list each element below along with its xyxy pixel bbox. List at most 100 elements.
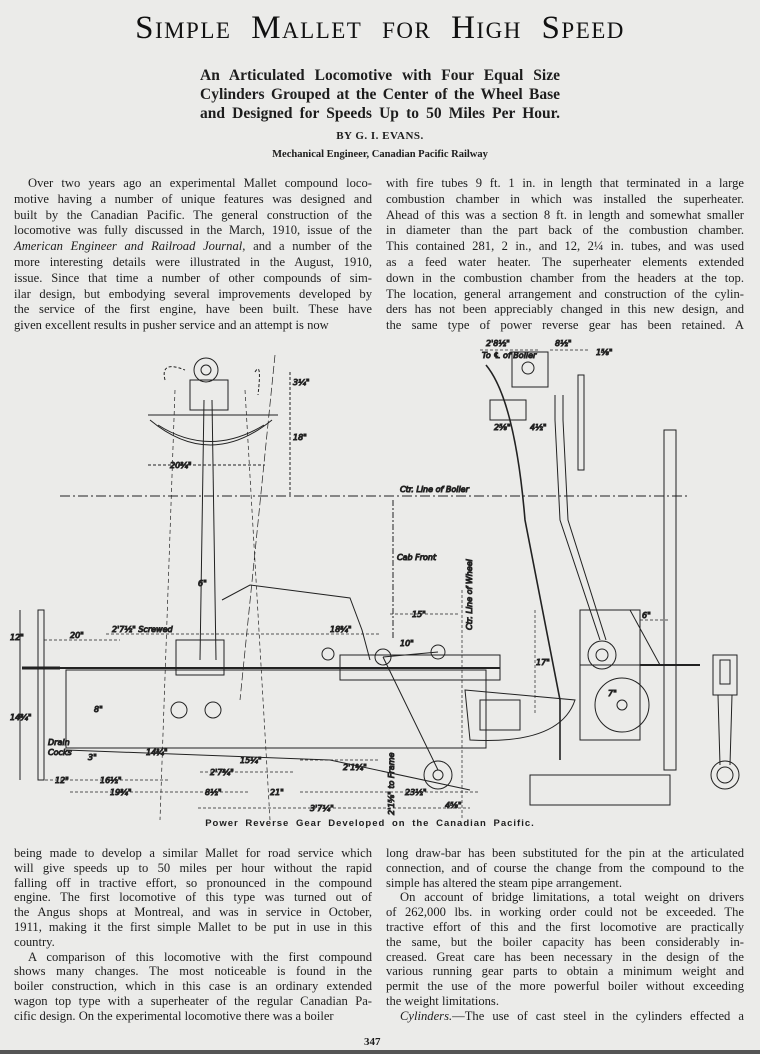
dim-label: 2'8½" <box>486 339 510 348</box>
text-line: various running gear parts to obtain a m… <box>386 964 744 979</box>
text-line: ilar design, but embodying several impro… <box>14 286 372 301</box>
dim-label: 4⅝" <box>445 801 462 810</box>
text-line: the weight limitations. <box>386 993 499 1008</box>
text-line: permit the use of the more powerful boil… <box>386 979 744 994</box>
dim-label: 20¾" <box>170 461 192 470</box>
cab-front-label: Cab Front <box>397 553 437 562</box>
dim-label: 16½" <box>100 776 122 785</box>
subtitle-line: An Articulated Locomotive with Four Equa… <box>200 67 560 84</box>
dim-label: 14¾" <box>10 713 32 722</box>
dim-label: 3¼" <box>293 378 310 387</box>
dim-label: 15" <box>412 610 426 619</box>
text-line: On account of bridge limitations, a tota… <box>400 890 744 905</box>
text-line: country. <box>14 934 55 949</box>
text-line: 1911, making it the first simple Mallet … <box>14 919 372 934</box>
text-line: Over two years ago an experimental Malle… <box>28 176 372 190</box>
text-line: engine. The first locomotive of this typ… <box>14 890 372 905</box>
text-line: shows many changes. The most noticeable … <box>14 964 372 979</box>
text-line: ders has not been appreciably changed in… <box>386 302 744 317</box>
dim-label: 8½" <box>205 788 222 797</box>
dim-label: 4½" <box>530 423 547 432</box>
text-line: A comparison of this locomotive with the… <box>28 949 372 964</box>
text-line: issue. Since that time a number of other… <box>14 270 372 285</box>
text-line: more interesting details were illustrate… <box>14 254 372 269</box>
ctr-line-wheel-label: Ctr. Line of Wheel <box>465 558 474 630</box>
italic-text: American Engineer and Railroad Journal <box>14 239 243 254</box>
dim-label: 23½" <box>405 788 427 797</box>
text-line: cific design. On the experimental locomo… <box>14 1008 334 1023</box>
text-line: the same, but the boiler capacity has be… <box>386 934 744 949</box>
italic-text: Cylinders. <box>400 1008 453 1023</box>
author-affiliation: Mechanical Engineer, Canadian Pacific Ra… <box>272 149 488 160</box>
text-line: being made to develop a similar Mallet f… <box>14 846 372 860</box>
subtitle-line: Cylinders Grouped at the Center of the W… <box>200 86 560 103</box>
text-line: with fire tubes 9 ft. 1 in. in length th… <box>386 176 744 190</box>
dim-label: 17" <box>536 658 550 667</box>
text-line: the service of the first engine, have be… <box>14 302 372 317</box>
figure-caption: Power Reverse Gear Developed on the Cana… <box>205 818 535 829</box>
text-line: combustion chamber in which was installe… <box>386 191 744 206</box>
top-left-column: Over two years ago an experimental Malle… <box>14 176 372 334</box>
dim-label: 18" <box>293 433 307 442</box>
dim-label: 8" <box>94 705 103 714</box>
text-line: locomotive was fully discussed in the Ma… <box>14 223 372 238</box>
top-right-column: with fire tubes 9 ft. 1 in. in length th… <box>386 176 744 334</box>
text-line: connection, and of course the change fro… <box>386 860 744 875</box>
text-line: the same type of power reverse gear has … <box>386 318 744 333</box>
text-line: The location, general arrangement and co… <box>386 286 744 301</box>
dim-label: 7" <box>608 689 617 698</box>
dim-label: 12" <box>55 776 69 785</box>
dim-label: 3'7¼" <box>310 804 334 813</box>
text-line: built by the Canadian Pacific. The gener… <box>14 207 372 222</box>
text-line: simple has altered the steam pipe arrang… <box>386 875 623 890</box>
text-line: tractive effort of this and the first lo… <box>386 919 744 934</box>
byline: BY G. I. EVANS. <box>336 130 424 142</box>
page-number: 347 <box>364 1036 381 1048</box>
ctr-line-boiler-label: Ctr. Line of Boiler <box>400 485 470 494</box>
text-line: the Angus shops at Montreal, and was in … <box>14 905 372 920</box>
drain-cocks-label: Cocks <box>48 748 72 757</box>
dim-label: 14¾" <box>146 748 168 757</box>
text-line: Ahead of this was a section 8 ft. in len… <box>386 207 744 222</box>
dim-label: 3" <box>88 753 97 762</box>
dim-label: 6" <box>198 579 207 588</box>
article-title: Simple Mallet for High Speed <box>135 10 625 46</box>
text-line: boiler construction, which in this case … <box>14 979 372 994</box>
screwed-label: 2'7½" Screwed <box>112 625 174 634</box>
dim-label: 15¼" <box>240 756 262 765</box>
dim-label: 2⅝" <box>494 423 511 432</box>
text-line: motive having a number of unique feature… <box>14 191 372 206</box>
text-line: in diameter than the part back of the co… <box>386 223 744 238</box>
dim-label: 12" <box>10 633 24 642</box>
text-line: falling off in tractive effort, so prono… <box>14 875 372 890</box>
dim-label: 2'7¾" <box>210 768 234 777</box>
text-line: will give speeds up to 50 miles per hour… <box>14 860 372 875</box>
text-line: down in the combustion chamber from the … <box>386 270 744 285</box>
bottom-right-column: long draw-bar has been substituted for t… <box>386 846 744 1024</box>
text-line: wagon top type with a superheater of the… <box>14 993 372 1008</box>
text-line: of 262,000 lbs. in working order could n… <box>386 905 744 920</box>
text-line: American Engineer and Railroad Journal, … <box>14 239 372 254</box>
subtitle-line: and Designed for Speeds Up to 50 Miles P… <box>200 105 560 122</box>
text-line: Cylinders.—The use of cast steel in the … <box>400 1008 744 1023</box>
dim-label: 1⅝" <box>596 348 613 357</box>
text-line: given excellent results in pusher servic… <box>14 318 329 333</box>
text-line: as a feed water heater. The superheater … <box>386 254 744 269</box>
dim-label: 21" <box>270 788 284 797</box>
article-subtitle: An Articulated Locomotive with Four Equa… <box>200 66 560 123</box>
text-line: This contained 281, 2 in., and 12, 2¼ in… <box>386 239 744 254</box>
text-line: creased. Great care has been necessary i… <box>386 949 744 964</box>
dim-label: 2'1¾" <box>343 763 367 772</box>
dim-label: 18¾" <box>330 625 352 634</box>
dim-label: 10" <box>400 639 414 648</box>
drain-cocks-label: Drain <box>48 738 70 747</box>
text-line: long draw-bar has been substituted for t… <box>386 846 744 860</box>
dim-label: 19¾" <box>110 788 132 797</box>
dim-label: 8½" <box>555 339 572 348</box>
dim-label: 6" <box>642 611 651 620</box>
to-boiler-label: To ℄ of Boiler <box>482 351 537 360</box>
bottom-left-column: being made to develop a similar Mallet f… <box>14 846 372 1024</box>
dim-label: 20" <box>70 631 84 640</box>
